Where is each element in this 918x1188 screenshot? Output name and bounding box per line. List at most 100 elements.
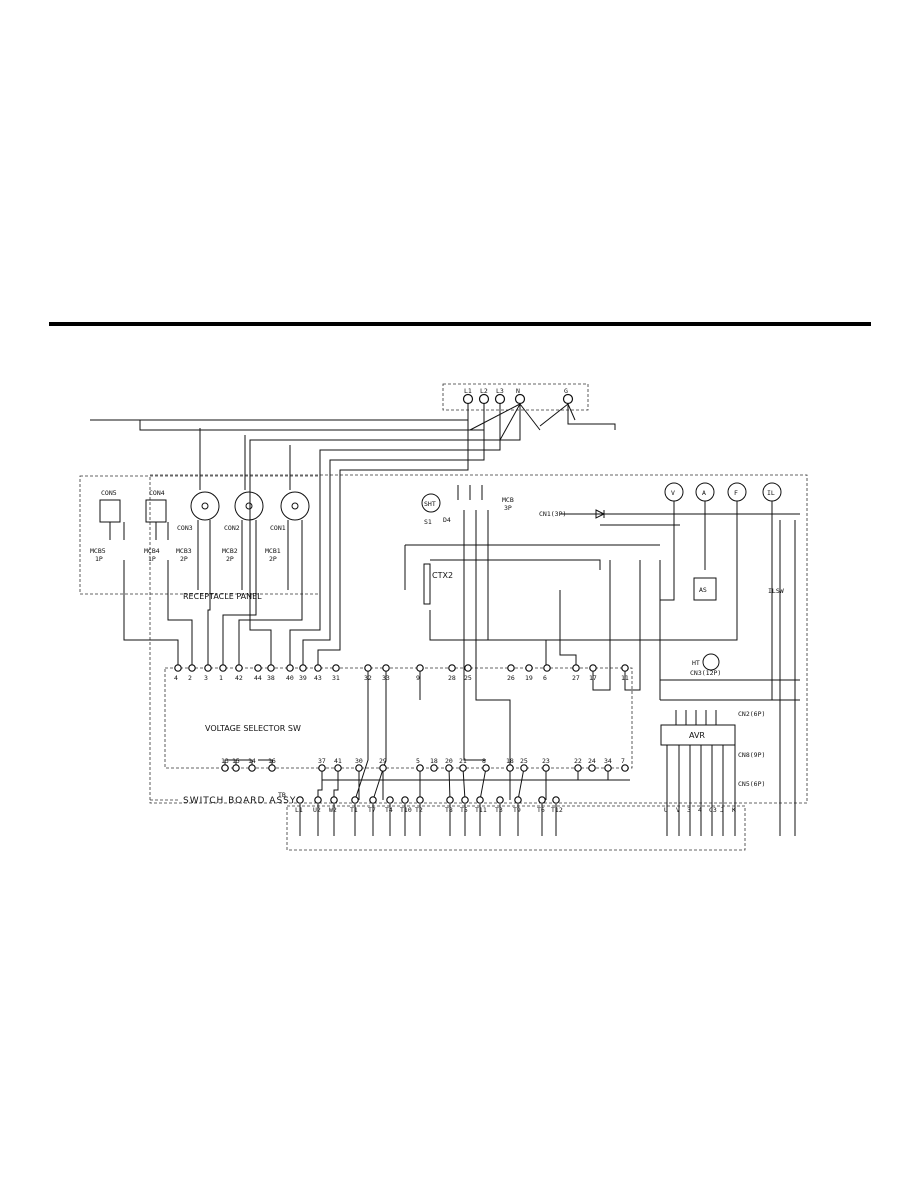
wire <box>109 522 169 540</box>
wire <box>222 590 257 668</box>
selector-terminal-label: 39 <box>299 674 307 682</box>
wire <box>559 590 577 668</box>
tb-terminal-label: T5 <box>460 806 468 814</box>
selector-terminal-label: 29 <box>379 757 387 765</box>
svg-text:CON3: CON3 <box>177 524 193 532</box>
tb-terminal <box>369 796 377 804</box>
selector-terminal-label: 16 <box>268 757 276 765</box>
selector-terminal-label: 13 <box>221 757 229 765</box>
tb-terminal-label: T6 <box>537 806 545 814</box>
selector-terminal-label: 4 <box>174 674 178 682</box>
svg-text:A: A <box>702 489 706 497</box>
receptacle-con1: CON1 <box>270 491 310 532</box>
selector-terminal <box>448 664 456 672</box>
mcb-label: MCB <box>502 496 514 504</box>
selector-terminal-label: 27 <box>572 674 580 682</box>
selector-terminal <box>588 764 596 772</box>
wire <box>517 767 525 801</box>
svg-text:CN2(6P): CN2(6P) <box>738 710 765 718</box>
svg-text:CON2: CON2 <box>224 524 240 532</box>
selector-terminal <box>204 664 212 672</box>
voltage-selector-box <box>164 667 633 769</box>
wire-layer <box>90 403 800 836</box>
selector-terminal <box>286 664 294 672</box>
mcb1-label: MCB1 <box>265 547 281 555</box>
mains-terminal-box <box>442 383 589 411</box>
wire <box>333 768 339 800</box>
mains-terminal-label: N <box>516 387 520 395</box>
tb-terminal <box>514 796 522 804</box>
selector-terminal <box>248 764 256 772</box>
selector-terminal-label: 19 <box>525 674 533 682</box>
wire <box>207 590 211 668</box>
wire <box>197 520 303 590</box>
selector-terminal-label: 6 <box>543 674 547 682</box>
avr-terminal-label: J <box>720 806 724 814</box>
mcb3-label: MCB3 <box>176 547 192 555</box>
selector-terminal-label: 5 <box>416 757 420 765</box>
mains-terminal-label: L2 <box>480 387 488 395</box>
wire <box>430 559 601 570</box>
svg-text:2P: 2P <box>180 555 188 563</box>
tb-terminal <box>351 796 359 804</box>
selector-terminal-label: 33 <box>382 674 390 682</box>
mains-terminal-n <box>514 393 526 405</box>
selector-terminal <box>174 664 182 672</box>
svg-text:CN3(12P): CN3(12P) <box>690 669 721 677</box>
wire <box>139 420 484 431</box>
mains-terminal-l1 <box>462 393 474 405</box>
svg-text:CN8(9P): CN8(9P) <box>738 751 765 759</box>
switch-board-frame <box>149 474 808 804</box>
mains-terminal-g <box>562 393 574 405</box>
tb-terminal-label: T1 <box>350 806 358 814</box>
selector-terminal <box>416 664 424 672</box>
tb-terminal <box>330 796 338 804</box>
tb-terminal <box>496 796 504 804</box>
selector-terminal-label: 26 <box>507 674 515 682</box>
selector-terminal-label: 24 <box>588 757 596 765</box>
selector-terminal <box>604 764 612 772</box>
wire <box>317 768 323 800</box>
tb-label: TB <box>278 791 286 799</box>
mains-terminal-l2 <box>478 393 490 405</box>
wire <box>123 560 179 668</box>
selector-terminal <box>254 664 262 672</box>
selector-terminal <box>621 664 629 672</box>
selector-terminal <box>382 664 390 672</box>
shunt-trip <box>421 493 441 513</box>
selector-terminal <box>334 764 342 772</box>
tb-terminal <box>552 796 560 804</box>
tb-terminal <box>296 796 304 804</box>
svg-text:CN5(6P): CN5(6P) <box>738 780 765 788</box>
selector-terminal <box>268 764 276 772</box>
receptacle-con5: CON5 <box>99 489 121 523</box>
svg-text:CON4: CON4 <box>149 489 165 497</box>
wire <box>238 590 303 668</box>
svg-text:3P: 3P <box>504 504 512 512</box>
tb-terminal <box>314 796 322 804</box>
wire <box>592 560 611 691</box>
selector-terminal-label: 8 <box>482 757 486 765</box>
svg-text:AVR: AVR <box>689 731 705 740</box>
wire <box>224 759 253 768</box>
selector-terminal <box>525 664 533 672</box>
tb-terminal <box>461 796 469 804</box>
tb-terminal-label: L1 <box>295 806 303 814</box>
selector-terminal-label: 25 <box>520 757 528 765</box>
selector-terminal <box>232 764 240 772</box>
wire <box>660 501 738 641</box>
tb-terminal-label: T10 <box>400 806 412 814</box>
selector-terminal <box>219 664 227 672</box>
hour-meter-icon <box>702 653 720 671</box>
selector-terminal <box>314 664 322 672</box>
svg-text:F: F <box>734 489 738 497</box>
selector-terminal <box>188 664 196 672</box>
selector-terminal-label: 1 <box>219 674 223 682</box>
selector-terminal-label: 14 <box>248 757 256 765</box>
avr-terminal-label: C3 <box>709 806 717 814</box>
selector-terminal-label: 18 <box>506 757 514 765</box>
svg-text:SHT: SHT <box>424 500 436 508</box>
wire <box>567 403 576 421</box>
selector-terminal <box>621 764 629 772</box>
